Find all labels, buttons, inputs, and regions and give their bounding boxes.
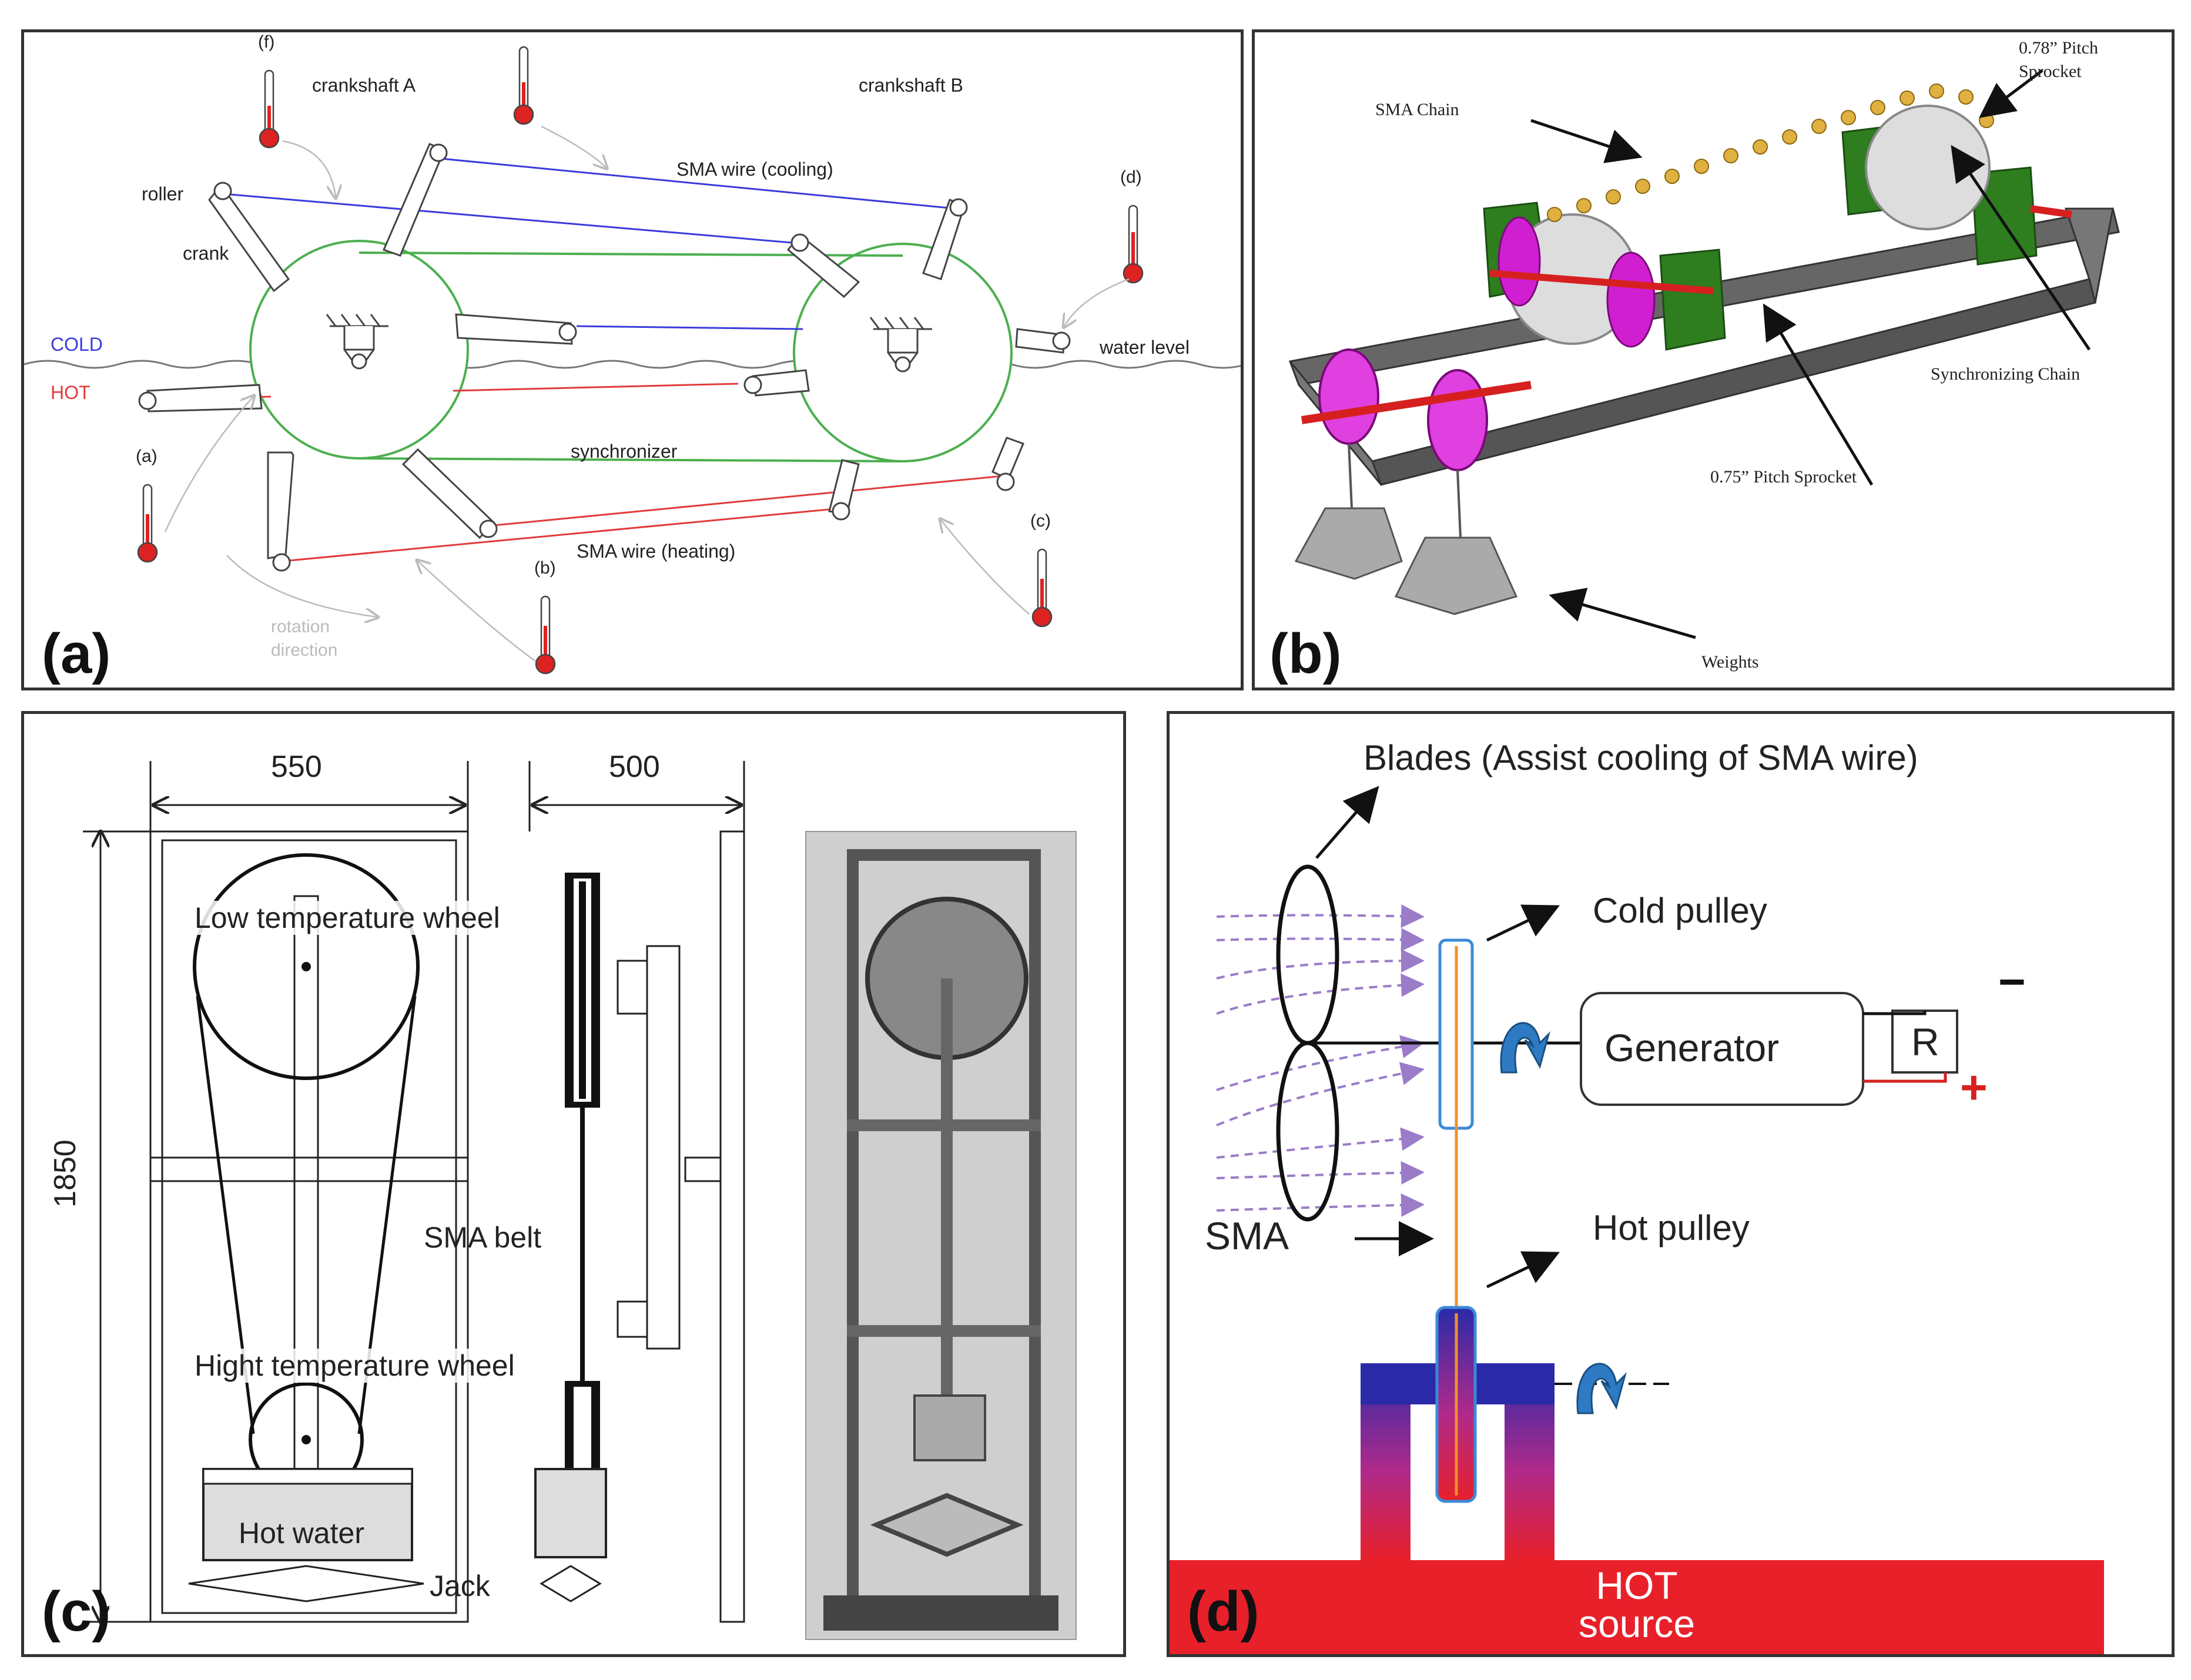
sync-bottom [359, 457, 903, 462]
thermometer-icons [137, 46, 1144, 675]
jack-label: Jack [430, 1570, 490, 1602]
crank-label: crank [183, 243, 229, 264]
apparatus-photo [805, 831, 1077, 1640]
panel-a-diagram [24, 46, 1241, 675]
blades-label: Blades (Assist cooling of SMA wire) [1363, 738, 1918, 777]
sma-heating-label: SMA wire (heating) [577, 541, 736, 562]
weight-right [1394, 536, 1518, 615]
dim-500-label: 500 [609, 750, 660, 784]
water-line [24, 360, 1241, 369]
thermometer-c-label: (c) [1030, 511, 1051, 531]
panel-a-label: (a) [42, 622, 111, 685]
pulley-left [1318, 348, 1379, 445]
panel-c: 550 500 1850 Low temperature wheel Hight… [21, 711, 1126, 1657]
hot-label: HOT [51, 382, 91, 403]
dim-550-label: 550 [271, 750, 322, 784]
low-temp-wheel [193, 853, 420, 1080]
water-level-label: water level [1100, 337, 1190, 358]
sma-label: SMA [1205, 1214, 1289, 1258]
hot-source-label-1: HOT [1596, 1564, 1678, 1607]
blade-lower [1276, 1041, 1339, 1222]
sma-belt-label: SMA belt [424, 1221, 542, 1254]
pitch-075-label: 0.75” Pitch Sprocket [1710, 467, 1857, 487]
panel-b-label: (b) [1269, 622, 1342, 685]
dim-1850-label: 1850 [48, 1139, 82, 1208]
sma-chain-label: SMA Chain [1375, 100, 1459, 119]
panel-c-diagram [83, 761, 1077, 1640]
sprocket-large-right [1865, 105, 1991, 230]
thermometer-d-label: (d) [1120, 167, 1142, 187]
panel-d: Blades (Assist cooling of SMA wire) Cold… [1167, 711, 2175, 1657]
panel-d-diagram [1170, 786, 2104, 1654]
rotation-arrow-hot [1576, 1363, 1627, 1414]
thermometer-b-label: (b) [534, 558, 556, 578]
hot-source [1170, 1560, 2104, 1654]
bearing-mount-a [326, 314, 388, 370]
sma-chain [1547, 83, 1994, 222]
roller-label: roller [142, 183, 184, 204]
thermometer-a-label: (a) [136, 447, 158, 466]
pulley-right [1427, 369, 1488, 471]
generator-label: Generator [1604, 1026, 1780, 1069]
minus-sign: − [1998, 955, 2026, 1008]
plus-sign: + [1960, 1061, 1988, 1114]
sma-cooling-label: SMA wire (cooling) [676, 159, 833, 180]
hot-source-label-2: source [1578, 1602, 1696, 1645]
bearing-mount-b [869, 317, 932, 373]
synchronizer-label: synchronizer [571, 441, 678, 462]
cold-pulley-label: Cold pulley [1593, 891, 1767, 930]
crankshaft-b-label: crankshaft B [859, 75, 963, 96]
low-temp-wheel-label: Low temperature wheel [195, 901, 500, 935]
rotation-label-1: rotation [271, 617, 330, 636]
high-temp-wheel-label: Hight temperature wheel [195, 1349, 515, 1383]
sync-chain-label: Synchronizing Chain [1931, 364, 2081, 384]
panel-b-diagram [1288, 69, 2120, 639]
panel-c-label: (c) [42, 1580, 111, 1643]
pitch-078-label-1: 0.78” Pitch [2019, 38, 2098, 58]
pitch-078-label-2: Sprocket [2019, 62, 2082, 81]
crankshaft-a-label: crankshaft A [312, 75, 416, 96]
jack-front [188, 1565, 424, 1602]
hot-water-label: Hot water [239, 1517, 364, 1550]
resistor-label: R [1911, 1020, 1939, 1064]
thermometer-f-label: (f) [258, 32, 275, 52]
rotation-label-2: direction [271, 641, 338, 660]
panel-b: SMA Chain 0.78” Pitch Sprocket Synchroni… [1252, 29, 2175, 690]
hot-pulley-label: Hot pulley [1593, 1208, 1750, 1248]
panel-d-label: (d) [1187, 1580, 1259, 1643]
blade-upper [1276, 864, 1339, 1045]
rotation-arrow-cold [1500, 1022, 1550, 1074]
cold-label: COLD [51, 334, 103, 355]
panel-a: crankshaft A crankshaft B SMA wire (cool… [21, 29, 1244, 690]
weights-label: Weights [1701, 652, 1759, 672]
weight-left [1294, 507, 1403, 580]
